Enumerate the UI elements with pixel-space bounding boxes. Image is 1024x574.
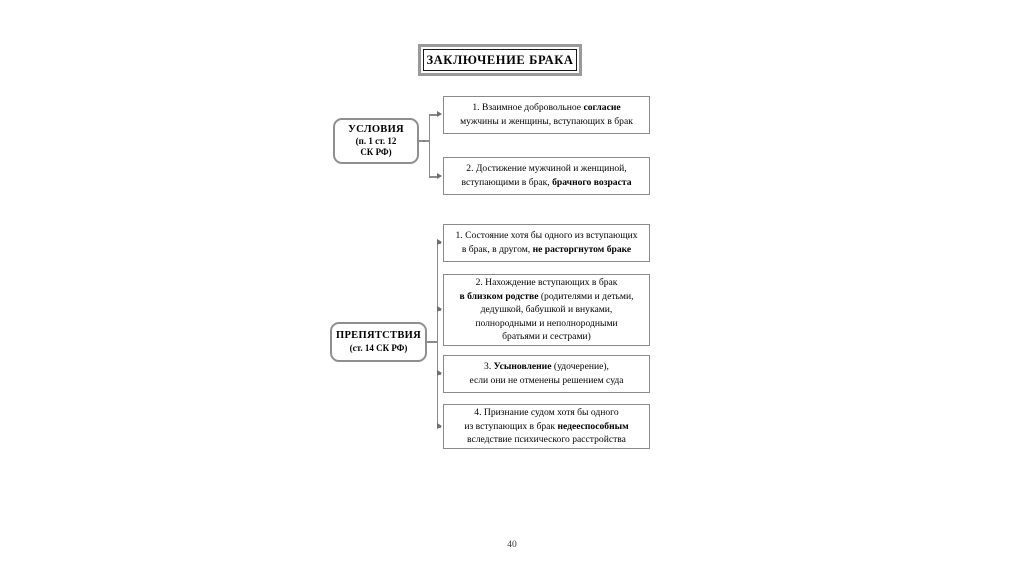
item-text-o1: 1. Состояние хотя бы одного из вступающи… [455, 230, 638, 255]
connector-trunk-obstacles [436, 242, 438, 427]
diagram-title-box: ЗАКЛЮЧЕНИЕ БРАКА [423, 49, 577, 71]
category-title-conditions: УСЛОВИЯ [348, 123, 404, 135]
item-text-o3: 3. Усыновление (удочерение),если они не … [469, 361, 624, 386]
arrowhead-c2-icon [437, 173, 442, 179]
item-text-c2: 2. Достижение мужчиной и женщиной,вступа… [461, 163, 632, 188]
category-title-obstacles: ПРЕПЯТСТВИЯ [336, 330, 421, 342]
page-number: 40 [507, 540, 517, 550]
page-title: ЗАКЛЮЧЕНИЕ БРАКА [426, 52, 574, 67]
connector-arm-c2 [428, 176, 439, 178]
category-subtitle-obstacles-line1: (ст. 14 СК РФ) [349, 342, 408, 353]
arrowhead-o2-icon [437, 306, 442, 312]
category-subtitle-conditions-line1: (п. 1 ст. 12 [355, 136, 397, 147]
arrowhead-c1-icon [437, 111, 442, 117]
connector-stem-conditions [419, 140, 430, 142]
arrowhead-o3-icon [437, 370, 442, 376]
item-box-o3: 3. Усыновление (удочерение),если они не … [443, 355, 650, 393]
diagram-title-frame: ЗАКЛЮЧЕНИЕ БРАКА [418, 44, 582, 76]
connector-trunk-conditions [428, 114, 430, 177]
connector-stem-obstacles [427, 341, 438, 343]
item-box-c2: 2. Достижение мужчиной и женщиной,вступа… [443, 157, 650, 195]
arrowhead-o4-icon [437, 423, 442, 429]
category-box-obstacles: ПРЕПЯТСТВИЯ (ст. 14 СК РФ) [330, 322, 427, 362]
item-box-o1: 1. Состояние хотя бы одного из вступающи… [443, 224, 650, 262]
category-box-conditions: УСЛОВИЯ (п. 1 ст. 12 СК РФ) [333, 118, 419, 164]
connector-arm-c1 [428, 114, 439, 116]
arrowhead-o1-icon [437, 239, 442, 245]
category-subtitle-conditions-line2: СК РФ) [360, 147, 392, 158]
